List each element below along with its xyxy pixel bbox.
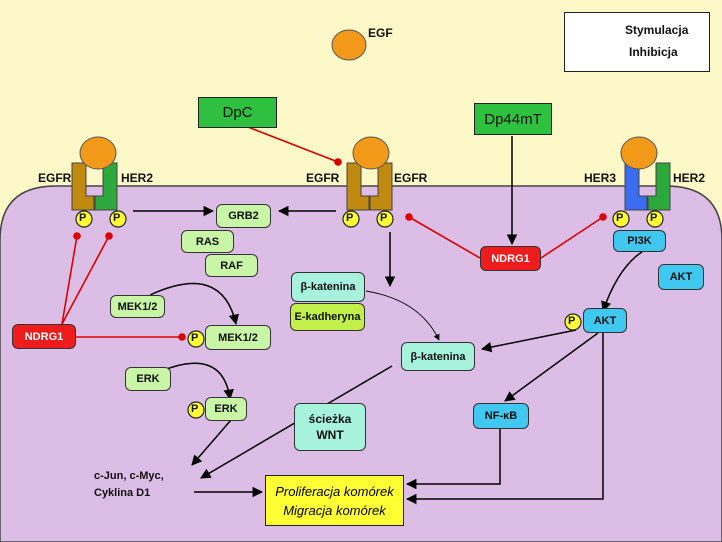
phospho-label: P <box>191 332 199 344</box>
phospho-label: P <box>79 212 87 224</box>
grb2-node: GRB2 <box>216 204 271 228</box>
phospho-label: P <box>616 212 624 224</box>
ras-node: RAS <box>181 230 234 253</box>
her2-left-label: HER2 <box>121 171 154 185</box>
receptor-pair-left <box>71 136 118 211</box>
egf-right <box>620 136 658 170</box>
erk-node-a: ERK <box>125 367 171 391</box>
beta-catenin-cytoplasm-node: β-katenina <box>401 342 475 371</box>
wnt-line1: ścieżka <box>308 412 352 426</box>
pi3k-node: PI3K <box>613 230 666 252</box>
egf-label: EGF <box>368 26 393 40</box>
dpc-box: DpC <box>198 97 277 128</box>
legend: Stymulacja Inhibicja <box>564 12 710 72</box>
egf-ligand <box>331 29 367 61</box>
ndrg1-mid-node: NDRG1 <box>480 246 541 271</box>
phospho-label: P <box>380 212 388 224</box>
egfr-mid-a-label: EGFR <box>306 171 340 185</box>
egfr-left-label: EGFR <box>38 171 72 185</box>
legend-inhibition-label: Inhibicja <box>629 45 678 59</box>
outcome-line2: Migracja komórek <box>283 502 386 518</box>
wnt-line2: WNT <box>316 428 344 442</box>
akt-node-b: AKT <box>583 308 627 333</box>
her2-left-shape <box>94 162 118 211</box>
erk-node-b: ERK <box>205 397 247 421</box>
phospho-circles <box>75 210 664 419</box>
dp44mt-box: Dp44mT <box>474 103 552 135</box>
phospho-label: P <box>650 212 658 224</box>
e-cadherin-node: E-kadheryna <box>290 303 365 331</box>
beta-catenin-membrane-node: β-katenina <box>291 272 365 302</box>
ndrg1-left-node: NDRG1 <box>12 324 76 349</box>
her2-right-shape <box>647 162 671 211</box>
egfr-mid-b-label: EGFR <box>394 171 428 185</box>
raf-node: RAF <box>205 254 258 277</box>
outcome-box: Proliferacja komórek Migracja komórek <box>265 475 404 526</box>
receptor-pair-middle <box>346 136 393 211</box>
mek-node-b: MEK1/2 <box>205 325 271 350</box>
her2-right-label: HER2 <box>673 171 706 185</box>
egf-middle <box>352 136 390 170</box>
targets-line2: Cyklina D1 <box>94 487 151 499</box>
mek-node-a: MEK1/2 <box>110 295 165 318</box>
nf-kb-node: NF-κB <box>473 403 529 429</box>
egfr-mid-b-shape <box>369 162 393 211</box>
phospho-label: P <box>191 403 199 415</box>
outcome-line1: Proliferacja komórek <box>275 483 394 499</box>
akt-node-a: AKT <box>658 264 704 290</box>
wnt-pathway-node: ścieżka WNT <box>294 403 366 451</box>
phospho-label: P <box>346 212 354 224</box>
legend-stimulation-label: Stymulacja <box>625 23 689 37</box>
targets-line1: c-Jun, c-Myc, <box>94 470 164 482</box>
inhibition-edges <box>61 126 607 341</box>
phospho-label: P <box>113 212 121 224</box>
egf-left <box>79 136 117 170</box>
receptor-pair-right <box>620 136 671 211</box>
phospho-label: P <box>568 315 576 327</box>
her3-label: HER3 <box>584 171 617 185</box>
